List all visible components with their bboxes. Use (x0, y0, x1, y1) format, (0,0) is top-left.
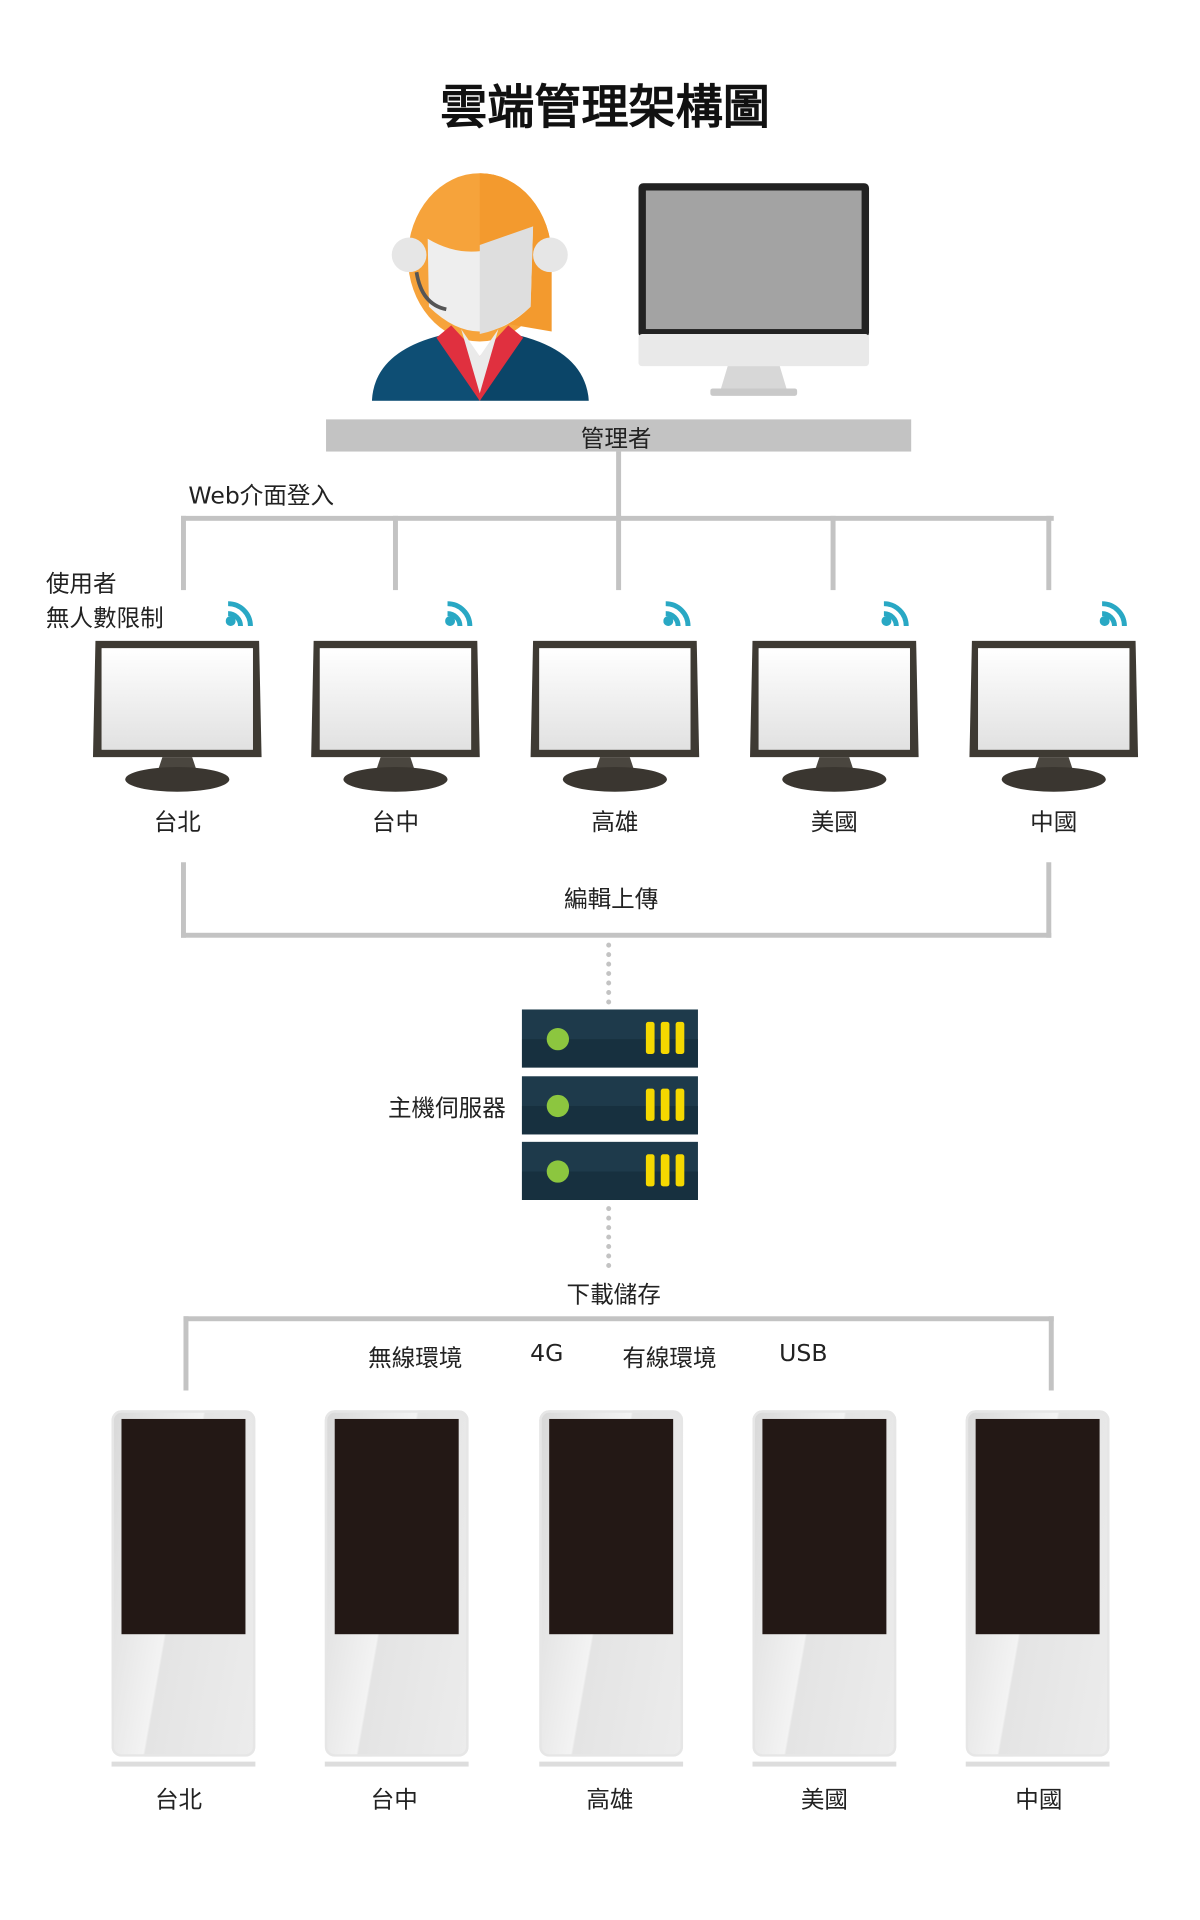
dotted-connector (606, 942, 612, 1005)
connection-wireless: 無線環境 (368, 1344, 463, 1372)
connector (180, 515, 186, 591)
connection-wired: 有線環境 (622, 1344, 717, 1372)
kiosk-label: 高雄 (586, 1786, 634, 1814)
connector (1048, 1316, 1054, 1391)
monitor-icon (750, 640, 919, 792)
download-label: 下載儲存 (566, 1281, 661, 1309)
kiosk-screen (762, 1418, 887, 1635)
kiosk-screen (549, 1418, 674, 1635)
client-label: 美國 (810, 809, 858, 837)
admin-label: 管理者 (580, 425, 652, 453)
upload-label: 編輯上傳 (564, 885, 659, 913)
connector (180, 932, 1052, 938)
client-label: 高雄 (591, 809, 639, 837)
connector (616, 451, 622, 591)
dotted-connector (606, 1206, 612, 1269)
monitor-icon (311, 640, 480, 792)
wifi-icon (1099, 601, 1127, 627)
kiosk-screen (334, 1418, 459, 1635)
connector (180, 862, 186, 938)
admin-bar (326, 419, 912, 452)
connection-4g: 4G (530, 1339, 564, 1367)
connector (392, 515, 398, 591)
kiosk-display-icon (539, 1410, 684, 1769)
wifi-icon (663, 601, 691, 627)
kiosk-label: 台北 (154, 1786, 203, 1814)
kiosk-display-icon (111, 1410, 256, 1769)
kiosk-label: 美國 (800, 1786, 848, 1814)
client-label: 台北 (153, 809, 201, 837)
monitor-icon (92, 640, 262, 792)
client-label: 中國 (1030, 809, 1078, 837)
administrator-avatar-icon (371, 173, 589, 401)
kiosk-display-icon (752, 1410, 897, 1769)
kiosk-label: 台中 (370, 1786, 418, 1814)
kiosk-display-icon (324, 1410, 469, 1769)
kiosk-label: 中國 (1015, 1786, 1063, 1814)
kiosk-screen (121, 1418, 246, 1635)
wifi-icon (881, 601, 909, 627)
kiosk-display-icon (965, 1410, 1110, 1769)
connector (183, 1316, 1054, 1322)
page-title: 雲端管理架構圖 (440, 80, 770, 135)
wifi-icon (445, 601, 473, 627)
connector (830, 515, 836, 591)
connector (180, 515, 1054, 521)
admin-monitor-icon (638, 183, 870, 396)
server-label: 主機伺服器 (388, 1094, 506, 1123)
connector (183, 1316, 189, 1391)
kiosk-screen (975, 1418, 1100, 1635)
user-note-line1: 使用者 (45, 570, 117, 598)
web-login-label: Web介面登入 (188, 482, 335, 510)
monitor-icon (969, 640, 1139, 792)
wifi-icon (225, 601, 253, 627)
monitor-icon (530, 640, 700, 792)
connector (1046, 862, 1052, 938)
connection-usb: USB (779, 1339, 828, 1367)
user-note-line2: 無人數限制 (45, 604, 164, 633)
client-label: 台中 (371, 809, 420, 837)
connector (1046, 515, 1052, 591)
